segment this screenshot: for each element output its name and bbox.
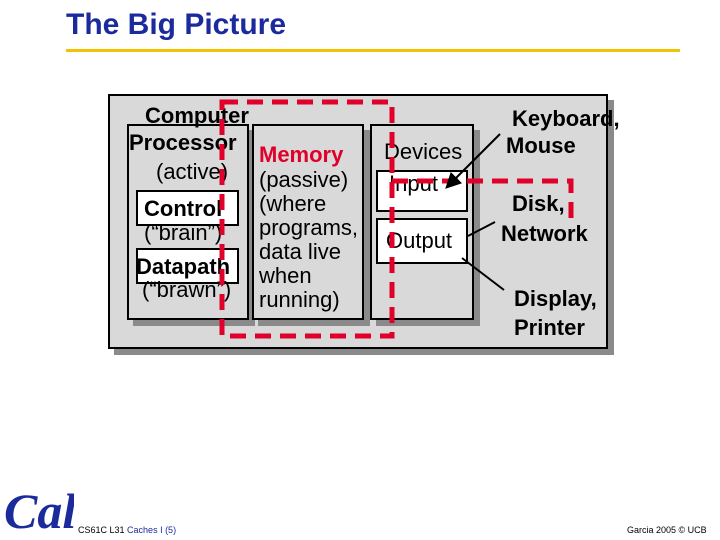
footer-topic: Caches I (5) [127, 525, 177, 535]
slide-title: The Big Picture [66, 8, 287, 41]
printer-label: Printer [514, 315, 585, 340]
memory-line: programs, [259, 215, 359, 240]
mouse-label: Mouse [506, 133, 576, 158]
memory-label: Memory [259, 142, 344, 167]
display-label: Display, [514, 286, 597, 311]
datapath-note: (“brawn”) [142, 277, 232, 302]
memory-line: (where [259, 191, 327, 216]
keyboard-input-arrow [445, 133, 501, 189]
memory-line: (passive) [259, 167, 349, 192]
cal-logo-text: Cal [4, 483, 74, 538]
control-note: (“brain”) [144, 220, 223, 245]
output-network-arrow [467, 221, 496, 237]
processor-sublabel: (active) [156, 159, 229, 184]
output-display-arrow [461, 257, 505, 291]
computer-label: Computer [145, 103, 249, 128]
devices-label: Devices [384, 139, 463, 164]
keyboard-label: Keyboard, [512, 106, 620, 131]
memory-line: when [259, 263, 312, 288]
memory-line: data live [259, 239, 341, 264]
cal-logo-icon: Cal [4, 483, 74, 538]
footer-credit: Garcia 2005 © UCB [627, 525, 707, 535]
memory-box [252, 124, 364, 320]
network-label: Network [501, 221, 588, 246]
datapath-label: Datapath [136, 254, 231, 279]
title-underline [66, 49, 680, 52]
footer-course-code: CS61C L31 [78, 525, 125, 535]
memory-highlight-dashed-border [219, 99, 574, 339]
processor-label: Processor [129, 130, 237, 155]
control-label: Control [144, 196, 223, 221]
disk-label: Disk, [512, 191, 565, 216]
footer-course: CS61C L31 Caches I (5) [78, 525, 176, 535]
output-label: Output [386, 228, 453, 253]
memory-line: running) [259, 287, 340, 312]
